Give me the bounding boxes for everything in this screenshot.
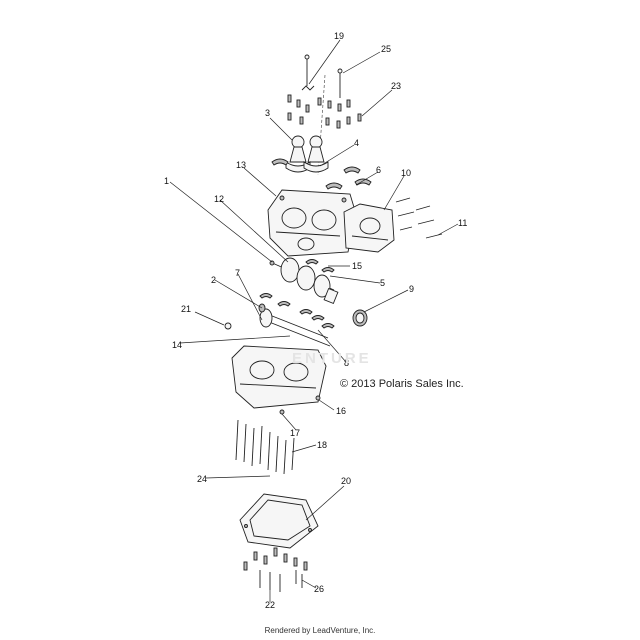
oil-seal [352, 309, 368, 327]
copyright-text: © 2013 Polaris Sales Inc. [340, 378, 464, 390]
cap-bolt-array [287, 94, 362, 129]
oil-pan [239, 493, 319, 549]
lower-crankcase [231, 345, 327, 415]
callout-13: 13 [236, 160, 246, 170]
leader-lines [169, 39, 459, 602]
callout-5: 5 [380, 278, 385, 288]
callout-18: 18 [317, 440, 327, 450]
watermark-text: ENTURE [292, 350, 372, 367]
callout-21: 21 [181, 304, 191, 314]
callout-6: 6 [376, 165, 381, 175]
pan-bolts [243, 547, 308, 592]
callout-15: 15 [352, 261, 362, 271]
housing-bolts [395, 197, 443, 239]
callout-11: 11 [458, 218, 467, 228]
callout-10: 10 [401, 168, 411, 178]
upper-crankcase [267, 189, 357, 257]
main-bearing-shells [259, 259, 335, 329]
callout-22: 22 [265, 600, 275, 610]
callout-24: 24 [197, 474, 207, 484]
cover-housing [343, 197, 443, 253]
callouts: 1 2 3 4 5 6 7 8 9 10 11 12 13 14 15 16 1… [164, 31, 467, 610]
callout-19: 19 [334, 31, 344, 41]
callout-8: 8 [344, 358, 349, 368]
callout-2: 2 [211, 275, 216, 285]
callout-3: 3 [265, 108, 270, 118]
callout-25: 25 [381, 44, 391, 54]
callout-23: 23 [391, 81, 401, 91]
callout-9: 9 [409, 284, 414, 294]
bearing-shells [271, 158, 372, 190]
callout-17: 17 [290, 428, 300, 438]
callout-1: 1 [164, 176, 169, 186]
callout-7: 7 [235, 268, 240, 278]
connecting-rods [285, 135, 329, 173]
callout-20: 20 [341, 476, 351, 486]
callout-4: 4 [354, 138, 359, 148]
stud-bolt-group-top [287, 54, 362, 176]
crankshaft [269, 257, 339, 305]
callout-14: 14 [172, 340, 182, 350]
case-bolts [235, 419, 295, 475]
callout-16: 16 [336, 406, 346, 416]
callout-26: 26 [314, 584, 324, 594]
callout-12: 12 [214, 194, 224, 204]
balance-shaft [224, 303, 331, 347]
footer-credit: Rendered by LeadVenture, Inc. [264, 626, 376, 635]
